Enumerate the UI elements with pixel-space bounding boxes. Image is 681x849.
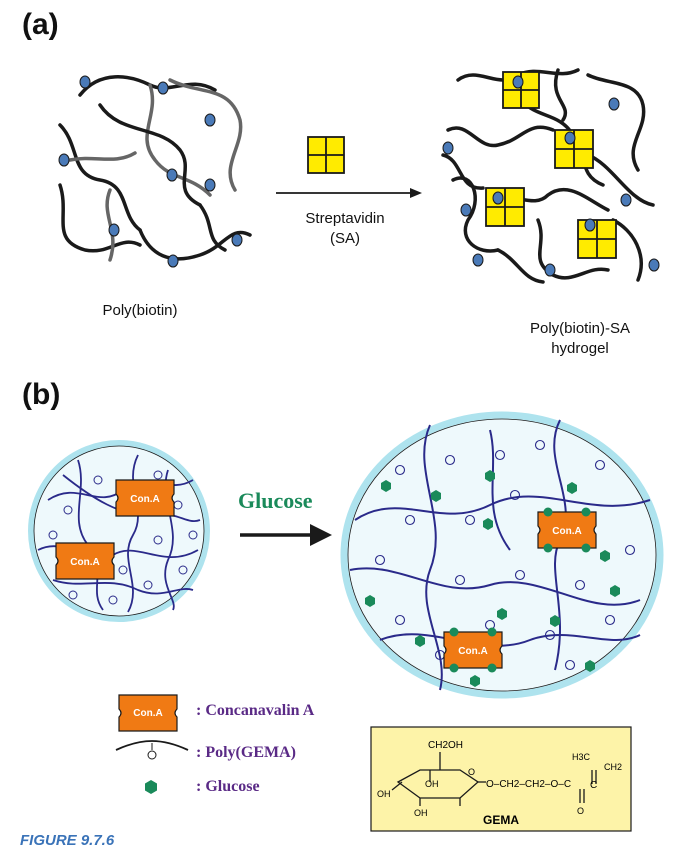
panel-a-label: (a): [22, 8, 59, 41]
gema-h3c: H3C: [572, 752, 591, 762]
glucose-arrow-label: Glucose: [238, 488, 313, 513]
legend-poly-gema: : Poly(GEMA): [196, 744, 296, 761]
conca-tag-gel1-a: Con.A: [130, 494, 159, 505]
shrunken-gel: Con.A Con.A: [28, 440, 210, 622]
conca-tag-gel2-a: Con.A: [552, 526, 581, 537]
hydrogel-caption-line1: Poly(biotin)-SA: [529, 320, 631, 337]
gema-c: C: [590, 780, 597, 791]
gema-ring-o: O: [468, 767, 475, 777]
gema-oh-2: OH: [377, 789, 391, 799]
conca-tag-gel1-b: Con.A: [70, 557, 99, 568]
poly-biotin-caption: Poly(biotin): [102, 302, 178, 319]
gema-ch2oh: CH2OH: [428, 740, 463, 751]
gema-structure: CH2OH OH OH OH O O–CH2–CH2–O–C O H3C C C…: [370, 726, 632, 832]
gema-name: GEMA: [483, 813, 519, 827]
streptavidin-icon: [307, 136, 345, 174]
reaction-arrow-b: [240, 524, 332, 546]
arrow-label-streptavidin: Streptavidin: [305, 210, 385, 227]
swollen-gel: Con.A Con.A: [340, 411, 664, 699]
gema-oh-1: OH: [425, 779, 439, 789]
conca-tag-gel2-b: Con.A: [458, 646, 487, 657]
gema-ch2: CH2: [604, 762, 622, 772]
gema-carbonyl-o: O: [577, 806, 584, 816]
figure-caption: FIGURE 9.7.6: [20, 832, 115, 849]
legend-conca-tag: Con.A: [133, 708, 162, 719]
arrow-label-sa: (SA): [330, 230, 360, 247]
panel-b-label: (b): [22, 378, 61, 411]
reaction-arrow-a: [276, 188, 422, 198]
gema-oh-3: OH: [414, 808, 428, 818]
gema-chain: O–CH2–CH2–O–C: [486, 779, 571, 790]
legend-glucose: : Glucose: [196, 778, 260, 795]
hydrogel-caption-line2: hydrogel: [551, 340, 609, 357]
legend-poly-icon: [115, 740, 189, 760]
legend-conca-icon: Con.A: [118, 694, 178, 732]
poly-biotin-sa-hydrogel: [441, 68, 660, 284]
poly-biotin-network: [58, 75, 252, 268]
legend-concanavalin-a: : Concanavalin A: [196, 702, 315, 719]
legend-glucose-icon: [145, 780, 157, 794]
